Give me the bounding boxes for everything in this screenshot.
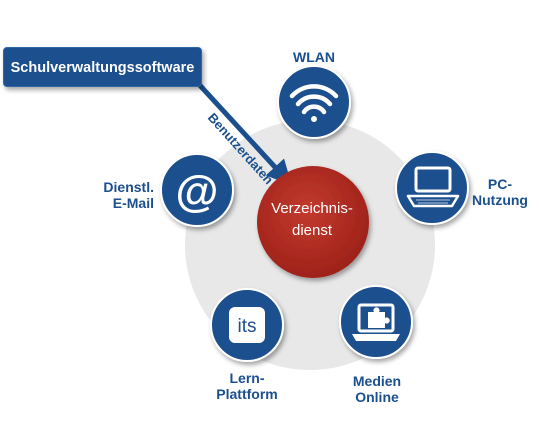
its-logo-text: its bbox=[238, 316, 257, 337]
at-sign-icon: @ bbox=[176, 167, 219, 216]
lern-label-line1: Lern- bbox=[229, 370, 265, 386]
email-label: Dienstl. E-Mail bbox=[92, 179, 154, 211]
center-label-line2: dienst bbox=[291, 222, 333, 239]
its-logo-icon: its bbox=[229, 307, 265, 343]
center-label: Verzeichnis- dienst bbox=[258, 198, 366, 242]
medien-label-line1: Medien bbox=[352, 373, 402, 389]
source-label: Schulverwaltungssoftware bbox=[10, 60, 195, 76]
pc-node bbox=[395, 151, 469, 225]
pc-label: PC- Nutzung bbox=[472, 176, 528, 208]
email-label-line2: E-Mail bbox=[112, 195, 154, 211]
email-label-line1: Dienstl. bbox=[103, 179, 154, 195]
source-box: Schulverwaltungssoftware bbox=[3, 47, 202, 87]
lern-label: Lern- Plattform bbox=[207, 370, 287, 402]
wlan-label-line1: WLAN bbox=[293, 49, 335, 65]
laptop-icon bbox=[406, 166, 460, 208]
medien-label-line2: Online bbox=[355, 389, 399, 405]
medien-node bbox=[339, 285, 413, 359]
wlan-label: WLAN bbox=[289, 49, 339, 65]
pc-label-line2: Nutzung bbox=[472, 192, 528, 208]
lern-label-line2: Plattform bbox=[216, 386, 278, 402]
puzzle-laptop-icon bbox=[352, 303, 400, 341]
lern-node: its bbox=[210, 288, 284, 362]
wlan-node bbox=[277, 65, 351, 139]
data-flow-arrow bbox=[193, 78, 292, 186]
center-label-line1: Verzeichnis- bbox=[271, 200, 353, 217]
email-node: @ bbox=[160, 153, 234, 227]
center-node bbox=[257, 166, 369, 278]
pc-label-line1: PC- bbox=[487, 176, 513, 192]
wifi-icon bbox=[289, 84, 339, 122]
medien-label: Medien Online bbox=[346, 373, 408, 405]
